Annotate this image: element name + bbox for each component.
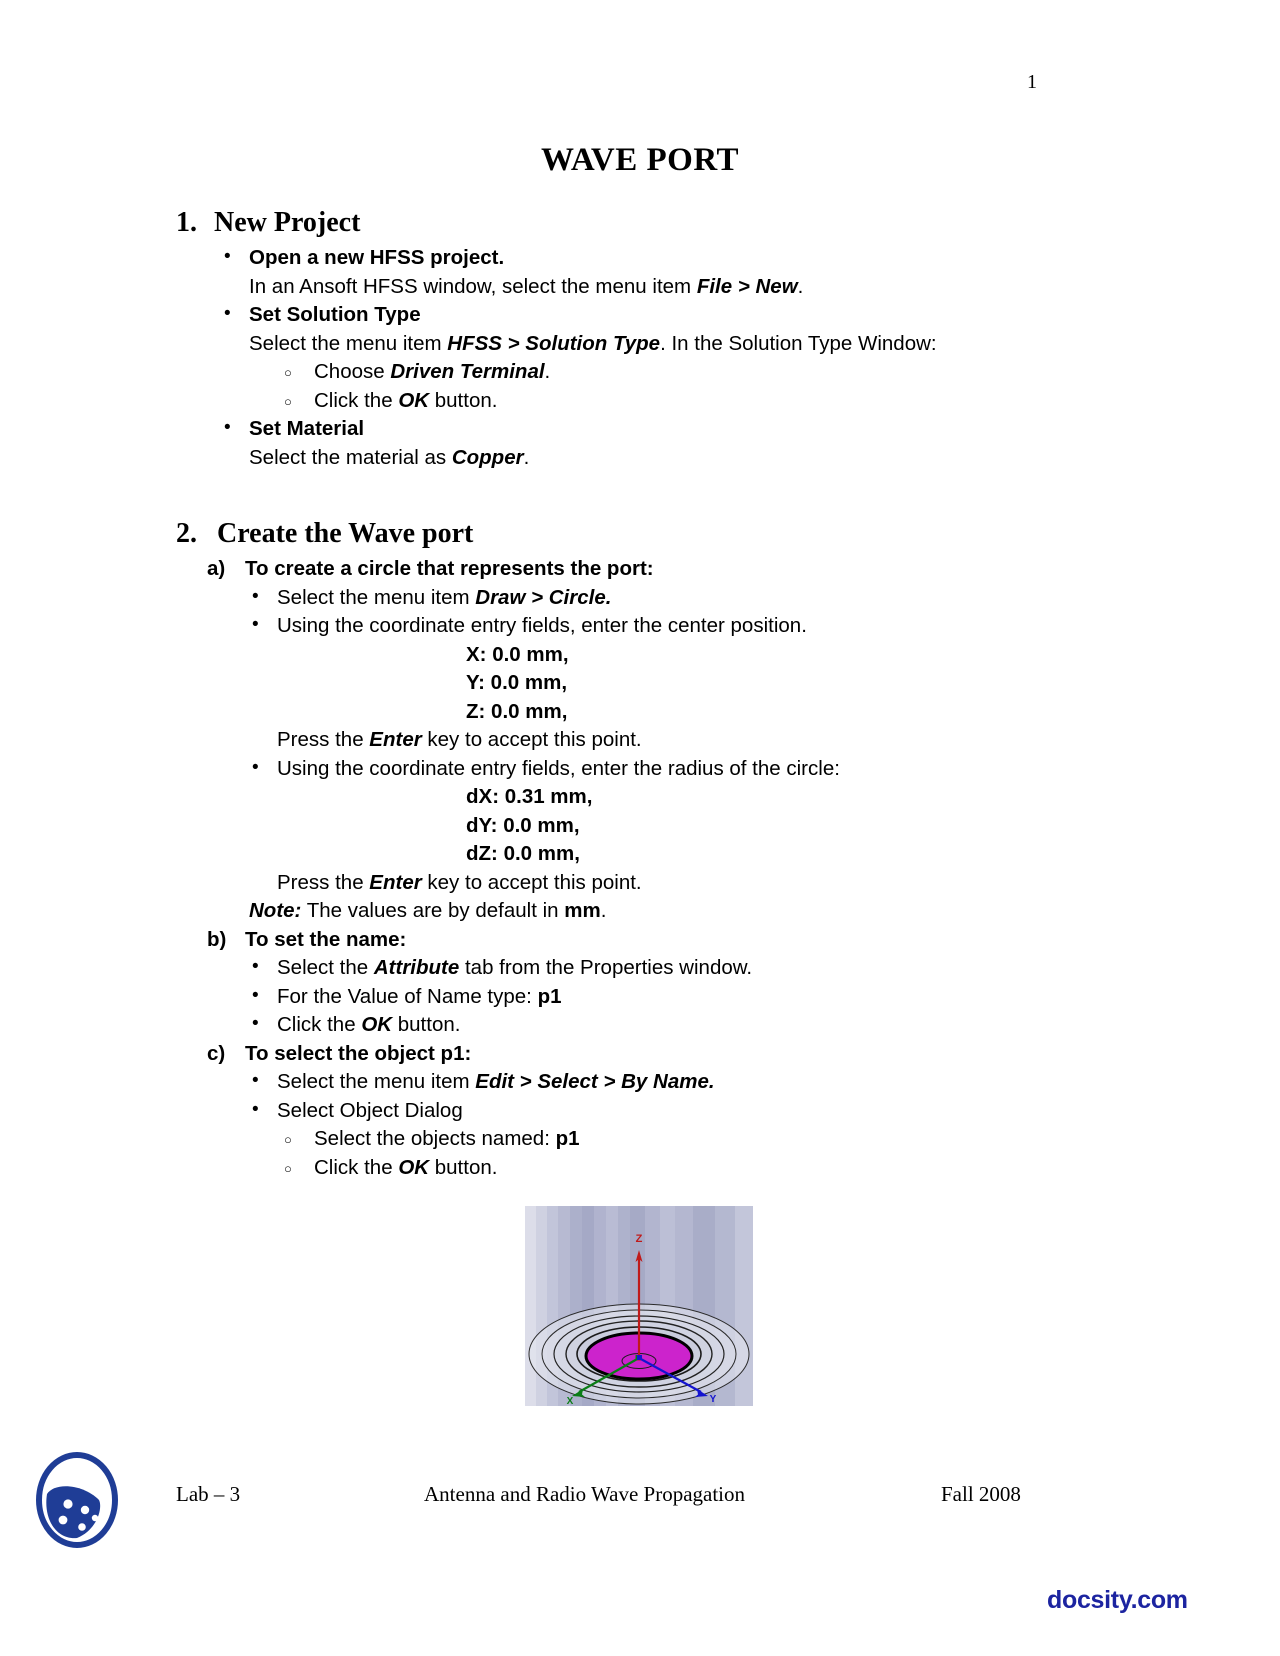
section-2a-bullets-radius: Using the coordinate entry fields, enter…	[176, 754, 1136, 784]
item-label: To select the object p1:	[245, 1041, 472, 1065]
list-item: Select the menu item Edit > Select > By …	[244, 1067, 1136, 1097]
list-item: b) To set the name:	[207, 926, 1136, 955]
list-item: Set Material Select the material as Copp…	[216, 414, 1136, 472]
page-number: 1	[1027, 71, 1037, 93]
svg-text:Y: Y	[710, 1394, 717, 1405]
coordinate-y: Y: 0.0 mm,	[466, 671, 568, 694]
bullet-lead: Set Solution Type	[249, 303, 421, 326]
list-item: Select Object Dialog	[244, 1096, 1136, 1126]
docsity-watermark[interactable]: docsity.com	[1047, 1586, 1188, 1614]
list-item: For the Value of Name type: p1	[244, 982, 1136, 1012]
section-2a-bullets: Select the menu item Draw > Circle. Usin…	[176, 583, 1136, 641]
coordinate-x: X: 0.0 mm,	[466, 642, 569, 666]
list-item: Open a new HFSS project. In an Ansoft HF…	[216, 243, 1136, 301]
page-title: WAVE PORT	[540, 142, 740, 178]
item-label: To set the name:	[245, 927, 407, 951]
section-2-item-b: b) To set the name:	[176, 926, 1136, 955]
units-note: Note: The values are by default in mm.	[249, 899, 607, 922]
svg-text:Z: Z	[636, 1233, 643, 1245]
section-1-title: New Project	[214, 207, 361, 238]
list-item: Using the coordinate entry fields, enter…	[244, 611, 1136, 641]
list-item: Click the OK button.	[276, 387, 1136, 415]
section-2b-bullets: Select the Attribute tab from the Proper…	[176, 953, 1136, 1040]
list-item: Select the menu item Draw > Circle.	[244, 583, 1136, 613]
section-2c-subbullets: Select the objects named: p1 Click the O…	[176, 1125, 1136, 1183]
list-item: c) To select the object p1:	[207, 1040, 1136, 1069]
item-marker: b)	[207, 927, 227, 951]
section-1-solution-type-options: Choose Driven Terminal. Click the OK but…	[176, 358, 1136, 416]
list-item: a) To create a circle that represents th…	[207, 555, 1136, 584]
svg-text:X: X	[567, 1396, 574, 1406]
document-body: 1. New Project Open a new HFSS project. I…	[176, 205, 1136, 1182]
item-marker: c)	[207, 1041, 226, 1065]
section-2-item-a: a) To create a circle that represents th…	[176, 555, 1136, 584]
item-label: To create a circle that represents the p…	[245, 557, 654, 580]
coordinate-z: Z: 0.0 mm,	[466, 699, 568, 723]
bullet-body: In an Ansoft HFSS window, select the men…	[249, 274, 804, 298]
list-item: Set Solution Type Select the menu item H…	[216, 300, 1136, 358]
list-item: Select the Attribute tab from the Proper…	[244, 953, 1136, 983]
coordinate-dz: dZ: 0.0 mm,	[466, 842, 580, 865]
figure-geometry: Z X Y	[528, 1233, 750, 1406]
page-footer: Lab – 3 Antenna and Radio Wave Propagati…	[0, 1452, 1280, 1548]
list-item: Select the objects named: p1	[276, 1125, 1136, 1154]
bullet-body: Select the menu item HFSS > Solution Typ…	[249, 331, 937, 355]
press-enter-note-1: Press the Enter key to accept this point…	[277, 728, 642, 751]
footer-course-title: Antenna and Radio Wave Propagation	[424, 1482, 746, 1506]
section-1-number: 1.	[176, 207, 197, 238]
hfss-3d-view-figure: Z X Y	[525, 1206, 753, 1406]
bullet-lead: Open a new HFSS project.	[249, 246, 505, 269]
section-2-item-c: c) To select the object p1:	[176, 1040, 1136, 1069]
docsity-logo-icon	[36, 1452, 118, 1548]
item-marker: a)	[207, 557, 226, 580]
list-item: Choose Driven Terminal.	[276, 358, 1136, 387]
coordinate-dx: dX: 0.31 mm,	[466, 785, 593, 808]
y-axis: Y	[637, 1355, 717, 1405]
coordinate-dy: dY: 0.0 mm,	[466, 813, 580, 837]
section-1-heading: 1. New Project	[176, 205, 1136, 240]
list-item: Click the OK button.	[276, 1154, 1136, 1182]
footer-lab-number: Lab – 3	[176, 1482, 241, 1506]
bullet-body: Select the material as Copper.	[249, 445, 530, 469]
section-1-bullets-cont: Set Material Select the material as Copp…	[176, 414, 1136, 472]
bullet-lead: Set Material	[249, 417, 365, 440]
section-2-heading: 2. Create the Wave port	[176, 516, 1136, 551]
footer-term: Fall 2008	[941, 1482, 1021, 1506]
list-item: Using the coordinate entry fields, enter…	[244, 754, 1136, 784]
section-2c-bullets: Select the menu item Edit > Select > By …	[176, 1067, 1136, 1126]
section-1-bullets: Open a new HFSS project. In an Ansoft HF…	[176, 243, 1136, 358]
list-item: Click the OK button.	[244, 1010, 1136, 1040]
section-2-number: 2.	[176, 518, 197, 549]
press-enter-note-2: Press the Enter key to accept this point…	[277, 870, 642, 894]
section-2-title: Create the Wave port	[217, 518, 474, 549]
